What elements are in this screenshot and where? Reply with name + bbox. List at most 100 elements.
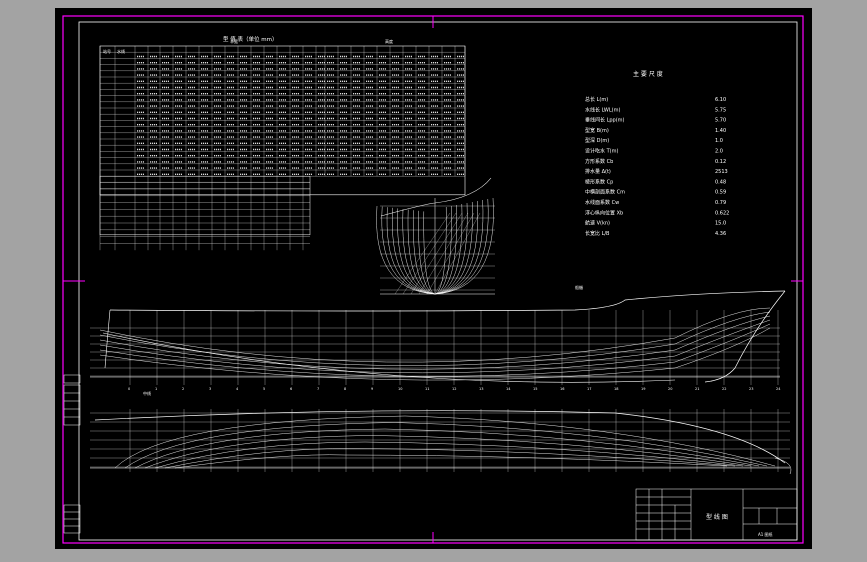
sheer-station-number: 14 xyxy=(506,387,511,391)
table-lower-block xyxy=(99,175,311,236)
principal-value: 0.622 xyxy=(715,210,729,216)
sheer-station-number: 5 xyxy=(263,387,265,391)
half-waterline-curve xyxy=(164,448,736,469)
principal-label: 型深 D(m) xyxy=(585,137,609,144)
principal-value: 5.75 xyxy=(715,107,726,113)
principal-label: 水线面系数 Cw xyxy=(585,199,619,206)
body-section-aft xyxy=(381,206,436,295)
principal-label: 中横剖面系数 Cm xyxy=(585,189,625,196)
sheer-station-number: 21 xyxy=(695,387,699,391)
principal-value: 6.10 xyxy=(715,97,726,103)
principal-label: 方形系数 Cb xyxy=(585,158,613,165)
body-section-fore xyxy=(434,204,458,295)
principal-label: 浮心纵向位置 Xb xyxy=(585,209,623,216)
principal-value: 2513 xyxy=(715,169,728,175)
body-section-aft xyxy=(402,208,436,295)
offsets-table-title: 型 值 表（单位 mm） xyxy=(223,35,277,43)
body-section-aft xyxy=(392,207,436,295)
table-header-text: 水线 xyxy=(117,48,125,54)
principal-label: 长宽比 L/B xyxy=(585,230,610,237)
sheer-station-number: 9 xyxy=(371,387,373,391)
sheer-station-number: 10 xyxy=(398,387,402,391)
principal-label: 垂线间长 Lpp(m) xyxy=(585,117,625,124)
sheer-station-number: 8 xyxy=(344,387,346,391)
body-diagonal xyxy=(394,212,451,295)
half-waterline-curve xyxy=(154,441,744,469)
principal-label: 型宽 B(m) xyxy=(585,127,609,134)
half-waterline-curve xyxy=(114,415,776,469)
half-deck-edge xyxy=(94,410,786,464)
half-waterline-curve xyxy=(174,454,728,469)
principal-dimensions-title: 主 要 尺 度 xyxy=(633,70,663,78)
title-block-name: 型 线 图 xyxy=(706,513,728,521)
frame-label: 中线 xyxy=(143,390,151,396)
offsets-table: 站号水线半宽高度 xyxy=(99,38,466,251)
body-deck-line xyxy=(380,177,492,217)
sheer-station-number: 13 xyxy=(479,387,483,391)
sheer-station-number: 7 xyxy=(317,387,319,391)
sheer-station-number: 24 xyxy=(776,387,781,391)
sheer-stern-profile xyxy=(104,309,111,369)
profile-marker: 船艏 xyxy=(575,284,583,290)
principal-value: 1.40 xyxy=(715,128,726,134)
body-diagonal xyxy=(418,212,469,295)
sheer-station-number: 12 xyxy=(452,387,456,391)
sheer-station-number: 1 xyxy=(155,387,157,391)
sheer-station-number: 11 xyxy=(425,387,429,391)
table-header-text: 半宽 xyxy=(230,38,238,44)
sheet-label: A1 图纸 xyxy=(758,531,773,537)
half-bow-tip xyxy=(774,457,792,475)
title-block xyxy=(635,488,798,541)
sheer-buttock-line xyxy=(99,311,771,366)
body-section-fore xyxy=(434,200,478,295)
body-section-fore xyxy=(434,198,489,295)
body-section-aft xyxy=(376,205,436,295)
sheer-station-number: 19 xyxy=(641,387,645,391)
sheer-station-number: 6 xyxy=(290,387,292,391)
body-plan xyxy=(376,177,495,295)
half-waterline-curve xyxy=(124,422,768,469)
sheer-station-number: 0 xyxy=(128,387,130,391)
sheer-station-number: 4 xyxy=(236,387,239,391)
body-section-aft xyxy=(407,209,436,295)
principal-label: 航速 V(kn) xyxy=(585,220,610,227)
principal-value: 0.48 xyxy=(715,179,726,185)
principal-value: 0.12 xyxy=(715,159,726,165)
principal-value: 4.36 xyxy=(715,231,726,237)
sheer-buttock-line xyxy=(99,319,771,374)
sheer-keel-curve xyxy=(102,332,676,383)
sheer-station-number: 17 xyxy=(587,387,591,391)
body-section-fore xyxy=(434,206,447,295)
body-section-fore xyxy=(434,201,473,295)
principal-label: 棱形系数 Cp xyxy=(585,178,613,185)
sheer-station-number: 2 xyxy=(182,387,184,391)
body-section-fore xyxy=(434,197,494,295)
left-margin-block xyxy=(63,374,81,534)
body-section-fore xyxy=(434,203,463,295)
body-section-aft xyxy=(397,208,436,295)
sheer-station-number: 15 xyxy=(533,387,537,391)
principal-label: 排水量 Δ(t) xyxy=(585,168,611,175)
body-section-aft xyxy=(386,207,436,295)
cad-drawing-canvas[interactable]: 型 值 表（单位 mm） 站号水线半宽高度 主 要 尺 度 总长 L(m)6.1… xyxy=(55,8,812,549)
sheer-station-number: 23 xyxy=(749,387,753,391)
sheer-deck-line xyxy=(109,290,786,312)
sheer-station-number: 20 xyxy=(668,387,672,391)
body-section-fore xyxy=(434,199,484,295)
principal-label: 设计吃水 T(m) xyxy=(585,148,618,155)
principal-value: 0.79 xyxy=(715,200,726,206)
sheer-buttock-line xyxy=(99,323,771,377)
sheer-station-number: 22 xyxy=(722,387,726,391)
principal-label: 总长 L(m) xyxy=(585,96,608,103)
principal-value: 5.70 xyxy=(715,118,726,124)
sheer-buttock-line xyxy=(99,327,771,381)
principal-dimensions-list: 总长 L(m) 6.10 水线长 LWL(m) 5.75 垂线间长 Lpp(m) 5.70… xyxy=(585,96,729,237)
principal-label: 水线长 LWL(m) xyxy=(585,106,620,113)
body-section-aft xyxy=(413,210,436,295)
principal-value: 0.59 xyxy=(715,190,726,196)
principal-value: 1.0 xyxy=(715,138,723,144)
body-diagonal xyxy=(402,212,457,295)
sheer-stem-profile xyxy=(704,290,786,383)
half-waterline-curve xyxy=(134,428,760,469)
